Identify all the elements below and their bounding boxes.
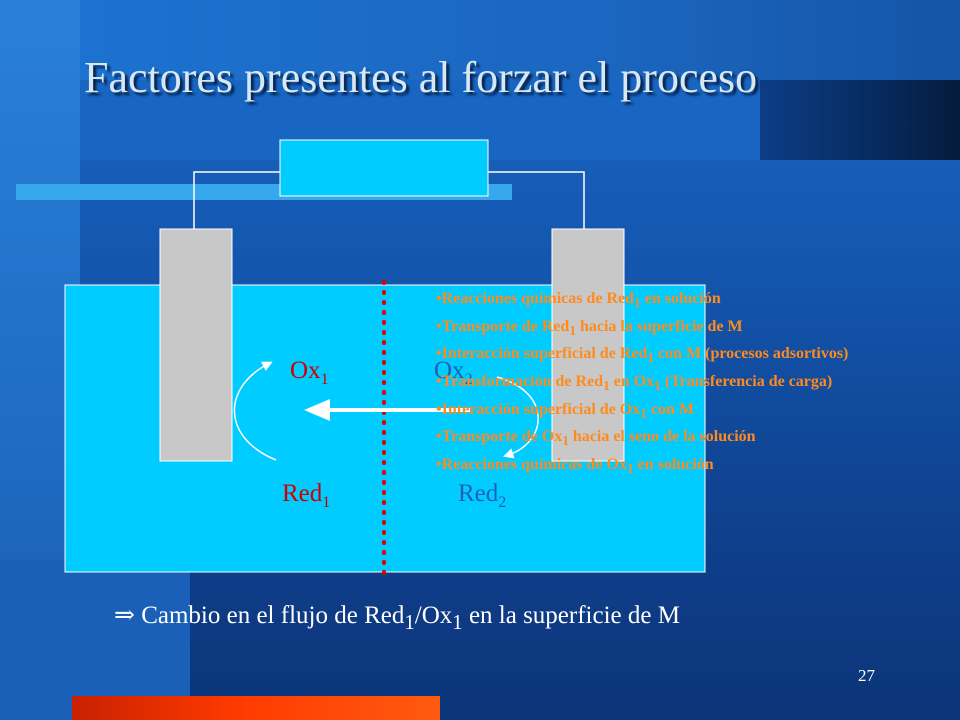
factor-item: •Transformación de Red1 en Ox1 (Transfer… bbox=[436, 373, 833, 394]
factor-item: •Reacciones químicas de Ox1 en solución bbox=[436, 456, 714, 477]
background-dark-corner bbox=[760, 80, 960, 160]
background-orange-strip bbox=[72, 696, 440, 720]
right-conversion-arrow bbox=[496, 376, 539, 459]
factors-list: •Reacciones químicas de Red1 en solución… bbox=[436, 289, 942, 483]
page-number: 27 bbox=[858, 666, 875, 685]
label-red1: Red1 bbox=[282, 480, 330, 511]
factor-item: •Interacción superficial de Ox1 con M bbox=[436, 400, 695, 421]
label-ox2: Ox2 bbox=[434, 357, 473, 388]
factor-item: •Interacción superficial de Red1 con M (… bbox=[436, 345, 849, 366]
background-top-panel bbox=[80, 0, 960, 80]
factor-item: •Transporte de Ox1 hacia el seno de la s… bbox=[436, 428, 756, 449]
left-electrode bbox=[159, 228, 233, 462]
background-lower-left bbox=[0, 560, 190, 720]
label-red2: Red2 bbox=[458, 480, 506, 511]
left-wire bbox=[193, 171, 280, 230]
conclusion-statement: ⇒ Cambio en el flujo de Red1/Ox1 en la s… bbox=[114, 602, 680, 634]
right-electrode bbox=[551, 228, 625, 462]
right-wire bbox=[488, 171, 585, 230]
slide-title: Factores presentes al forzar el proceso bbox=[84, 53, 758, 102]
label-ox1: Ox1 bbox=[290, 357, 329, 388]
flux-arrow-head bbox=[304, 399, 330, 421]
power-source-box bbox=[279, 139, 489, 197]
implies-symbol: ⇒ bbox=[114, 602, 135, 629]
left-conversion-arrow bbox=[233, 361, 277, 461]
factor-item: •Transporte de Red1 hacia la superficie … bbox=[436, 317, 743, 338]
factor-item: •Reacciones químicas de Red1 en solución bbox=[436, 290, 721, 311]
